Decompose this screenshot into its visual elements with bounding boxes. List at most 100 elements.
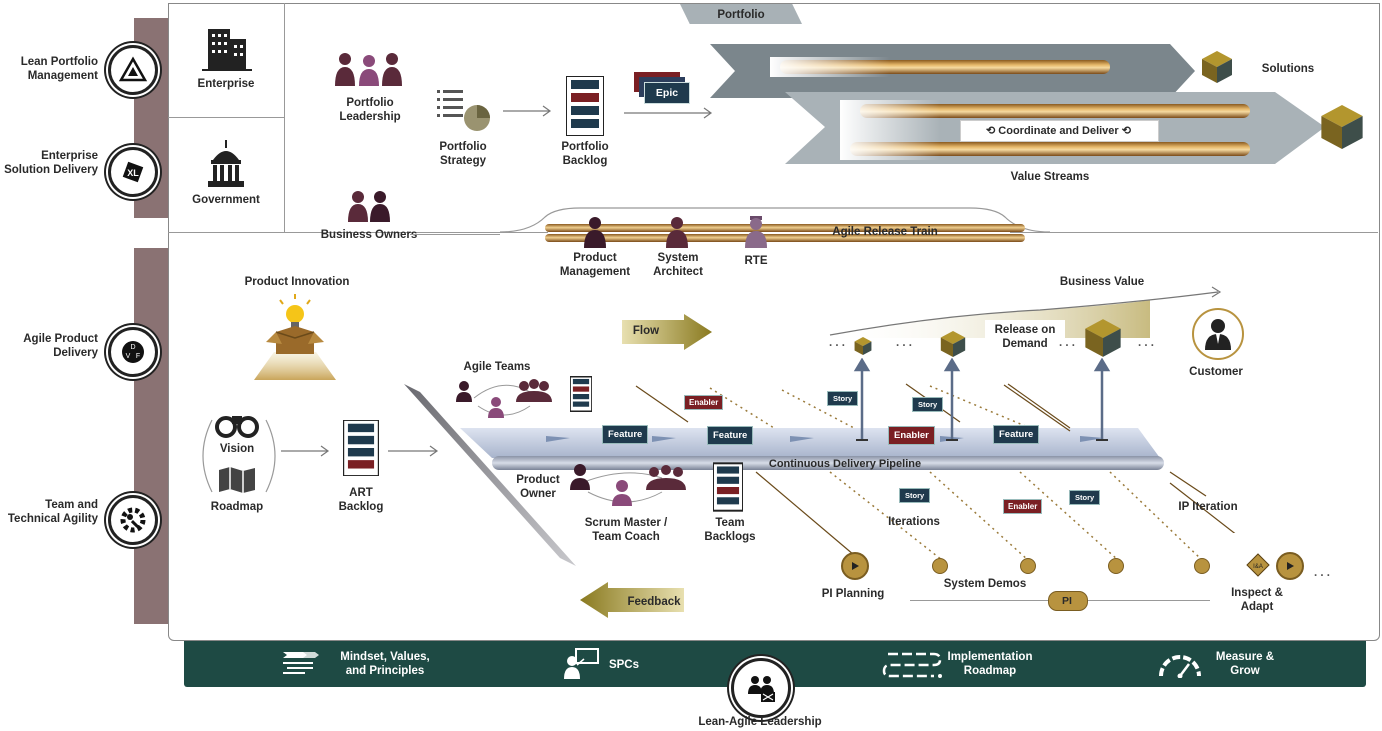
business-value-curve bbox=[829, 286, 1222, 338]
svg-text:XL: XL bbox=[127, 168, 139, 178]
system-architect-label: System Architect bbox=[653, 252, 703, 278]
story-tag[interactable]: Story bbox=[1069, 490, 1101, 505]
dots: . . . bbox=[896, 337, 912, 349]
dots: . . . bbox=[1059, 337, 1075, 349]
iterations-label: Iterations bbox=[888, 516, 940, 528]
business-owners-label: Business Owners bbox=[320, 229, 418, 241]
coordinate-text: Coordinate and Deliver bbox=[998, 125, 1119, 137]
story-tag[interactable]: Story bbox=[899, 488, 931, 503]
enabler-tag[interactable]: Enabler bbox=[684, 395, 724, 410]
measure-label: Measure & Grow bbox=[1215, 651, 1275, 677]
rte-icon bbox=[745, 216, 767, 248]
portfolio-strategy-label: Portfolio Strategy bbox=[439, 141, 487, 167]
product-innovation-label: Product Innovation bbox=[244, 276, 350, 288]
scrum-master-label: Scrum Master / Team Coach bbox=[584, 517, 668, 543]
cycle-icon: ⟲ bbox=[1118, 125, 1131, 137]
release-box bbox=[985, 320, 1065, 352]
team-backlogs-icon bbox=[713, 462, 743, 512]
story-tag[interactable]: Story bbox=[827, 391, 859, 406]
feature-tag[interactable]: Feature bbox=[707, 426, 754, 445]
enabler-tag[interactable]: Enabler bbox=[1003, 499, 1043, 514]
product-innovation-icon bbox=[254, 294, 336, 380]
release-arrows bbox=[853, 358, 1111, 441]
feature-tag[interactable]: Feature bbox=[602, 425, 649, 444]
portfolio-leadership-label: Portfolio Leadership bbox=[339, 97, 401, 123]
team-technical-icon[interactable] bbox=[108, 495, 158, 545]
iteration-lines bbox=[635, 383, 1207, 561]
system-architect-icon bbox=[666, 217, 688, 248]
epic-label: Epic bbox=[655, 87, 679, 99]
arrow bbox=[388, 445, 439, 457]
release-cube-icon bbox=[854, 337, 872, 355]
feature-tag[interactable]: Feature bbox=[993, 425, 1040, 444]
mindset-label: Mindset, Values, and Principles bbox=[340, 651, 430, 677]
art-hump bbox=[500, 207, 1051, 233]
lean-portfolio-icon[interactable] bbox=[108, 45, 158, 95]
art-backlog-label: ART Backlog bbox=[338, 487, 384, 513]
art-backlog-icon bbox=[343, 420, 379, 476]
gauge-icon bbox=[1159, 655, 1201, 678]
portfolio-tab-label: Portfolio bbox=[717, 9, 765, 21]
lean-portfolio-label: Lean Portfolio Management bbox=[20, 56, 98, 82]
team-technical-label: Team and Technical Agility bbox=[7, 499, 98, 525]
pi-planning-icon[interactable] bbox=[841, 552, 869, 580]
svg-text:V: V bbox=[126, 353, 131, 360]
implementation-label: Implementation Roadmap bbox=[947, 651, 1033, 677]
org-column bbox=[168, 3, 285, 232]
system-demo-dot[interactable] bbox=[932, 558, 948, 574]
art-label: Agile Release Train bbox=[832, 226, 938, 238]
portfolio-tab[interactable] bbox=[680, 4, 802, 24]
epic-card[interactable] bbox=[644, 82, 690, 104]
solutions-label: Solutions bbox=[1261, 63, 1315, 75]
building-icon bbox=[198, 25, 256, 76]
lean-agile-leadership-icon[interactable] bbox=[731, 658, 791, 718]
dots: . . . bbox=[1138, 337, 1154, 349]
svg-text:F: F bbox=[136, 353, 140, 360]
team-backlog-small-icon bbox=[570, 376, 592, 412]
connector-line bbox=[410, 234, 500, 235]
art-bars bbox=[545, 224, 1025, 242]
vision-arc bbox=[202, 419, 276, 493]
solution-cube-icon bbox=[1202, 51, 1232, 83]
enterprise-label: Enterprise bbox=[197, 78, 255, 90]
enterprise-solution-icon[interactable]: XL bbox=[108, 147, 158, 197]
binoculars-icon bbox=[215, 416, 259, 438]
portfolio-backlog-label: Portfolio Backlog bbox=[561, 141, 609, 167]
spc-icon bbox=[564, 648, 599, 679]
team-backlogs-label: Team Backlogs bbox=[704, 517, 756, 543]
system-demo-dot[interactable] bbox=[1020, 558, 1036, 574]
mindset-icon bbox=[283, 652, 319, 674]
arrow bbox=[281, 445, 330, 457]
divider-line bbox=[168, 232, 548, 233]
feedback-label: Feedback bbox=[627, 596, 681, 608]
rte-label: RTE bbox=[744, 255, 768, 267]
pipeline-label: Continuous Delivery Pipeline bbox=[768, 458, 922, 470]
customer-icon bbox=[1192, 308, 1244, 360]
portfolio-backlog-icon bbox=[566, 76, 604, 136]
map-icon bbox=[219, 467, 255, 493]
agile-product-label: Agile Product Delivery bbox=[23, 333, 98, 359]
system-demo-dot[interactable] bbox=[1194, 558, 1210, 574]
pi-badge[interactable] bbox=[1048, 591, 1088, 611]
enabler-tag[interactable]: Enabler bbox=[888, 426, 935, 445]
scrum-team-icon bbox=[570, 464, 686, 506]
side-rail-bottom bbox=[134, 248, 170, 624]
ip-iteration-line bbox=[1003, 384, 1236, 533]
flow-label: Flow bbox=[632, 325, 660, 337]
svg-text:I&A: I&A bbox=[1253, 564, 1263, 570]
vision-label: Vision bbox=[219, 443, 255, 455]
story-tag[interactable]: Story bbox=[912, 397, 944, 412]
agile-teams-label: Agile Teams bbox=[463, 361, 531, 373]
lean-agile-leadership-label: Lean-Agile Leadership bbox=[698, 716, 822, 728]
system-demo-dot[interactable] bbox=[1108, 558, 1124, 574]
arrow bbox=[503, 105, 552, 117]
inspect-adapt-diamond-icon[interactable]: I&A bbox=[1246, 553, 1270, 577]
portfolio-leadership-icon bbox=[335, 53, 402, 86]
value-streams-graphic bbox=[710, 44, 1325, 164]
pi-label: PI bbox=[1062, 595, 1072, 607]
org-divider bbox=[168, 117, 284, 118]
inspect-adapt-icon[interactable] bbox=[1276, 552, 1304, 580]
implementation-roadmap-icon bbox=[882, 652, 942, 678]
system-demos-label: System Demos bbox=[943, 578, 1027, 590]
